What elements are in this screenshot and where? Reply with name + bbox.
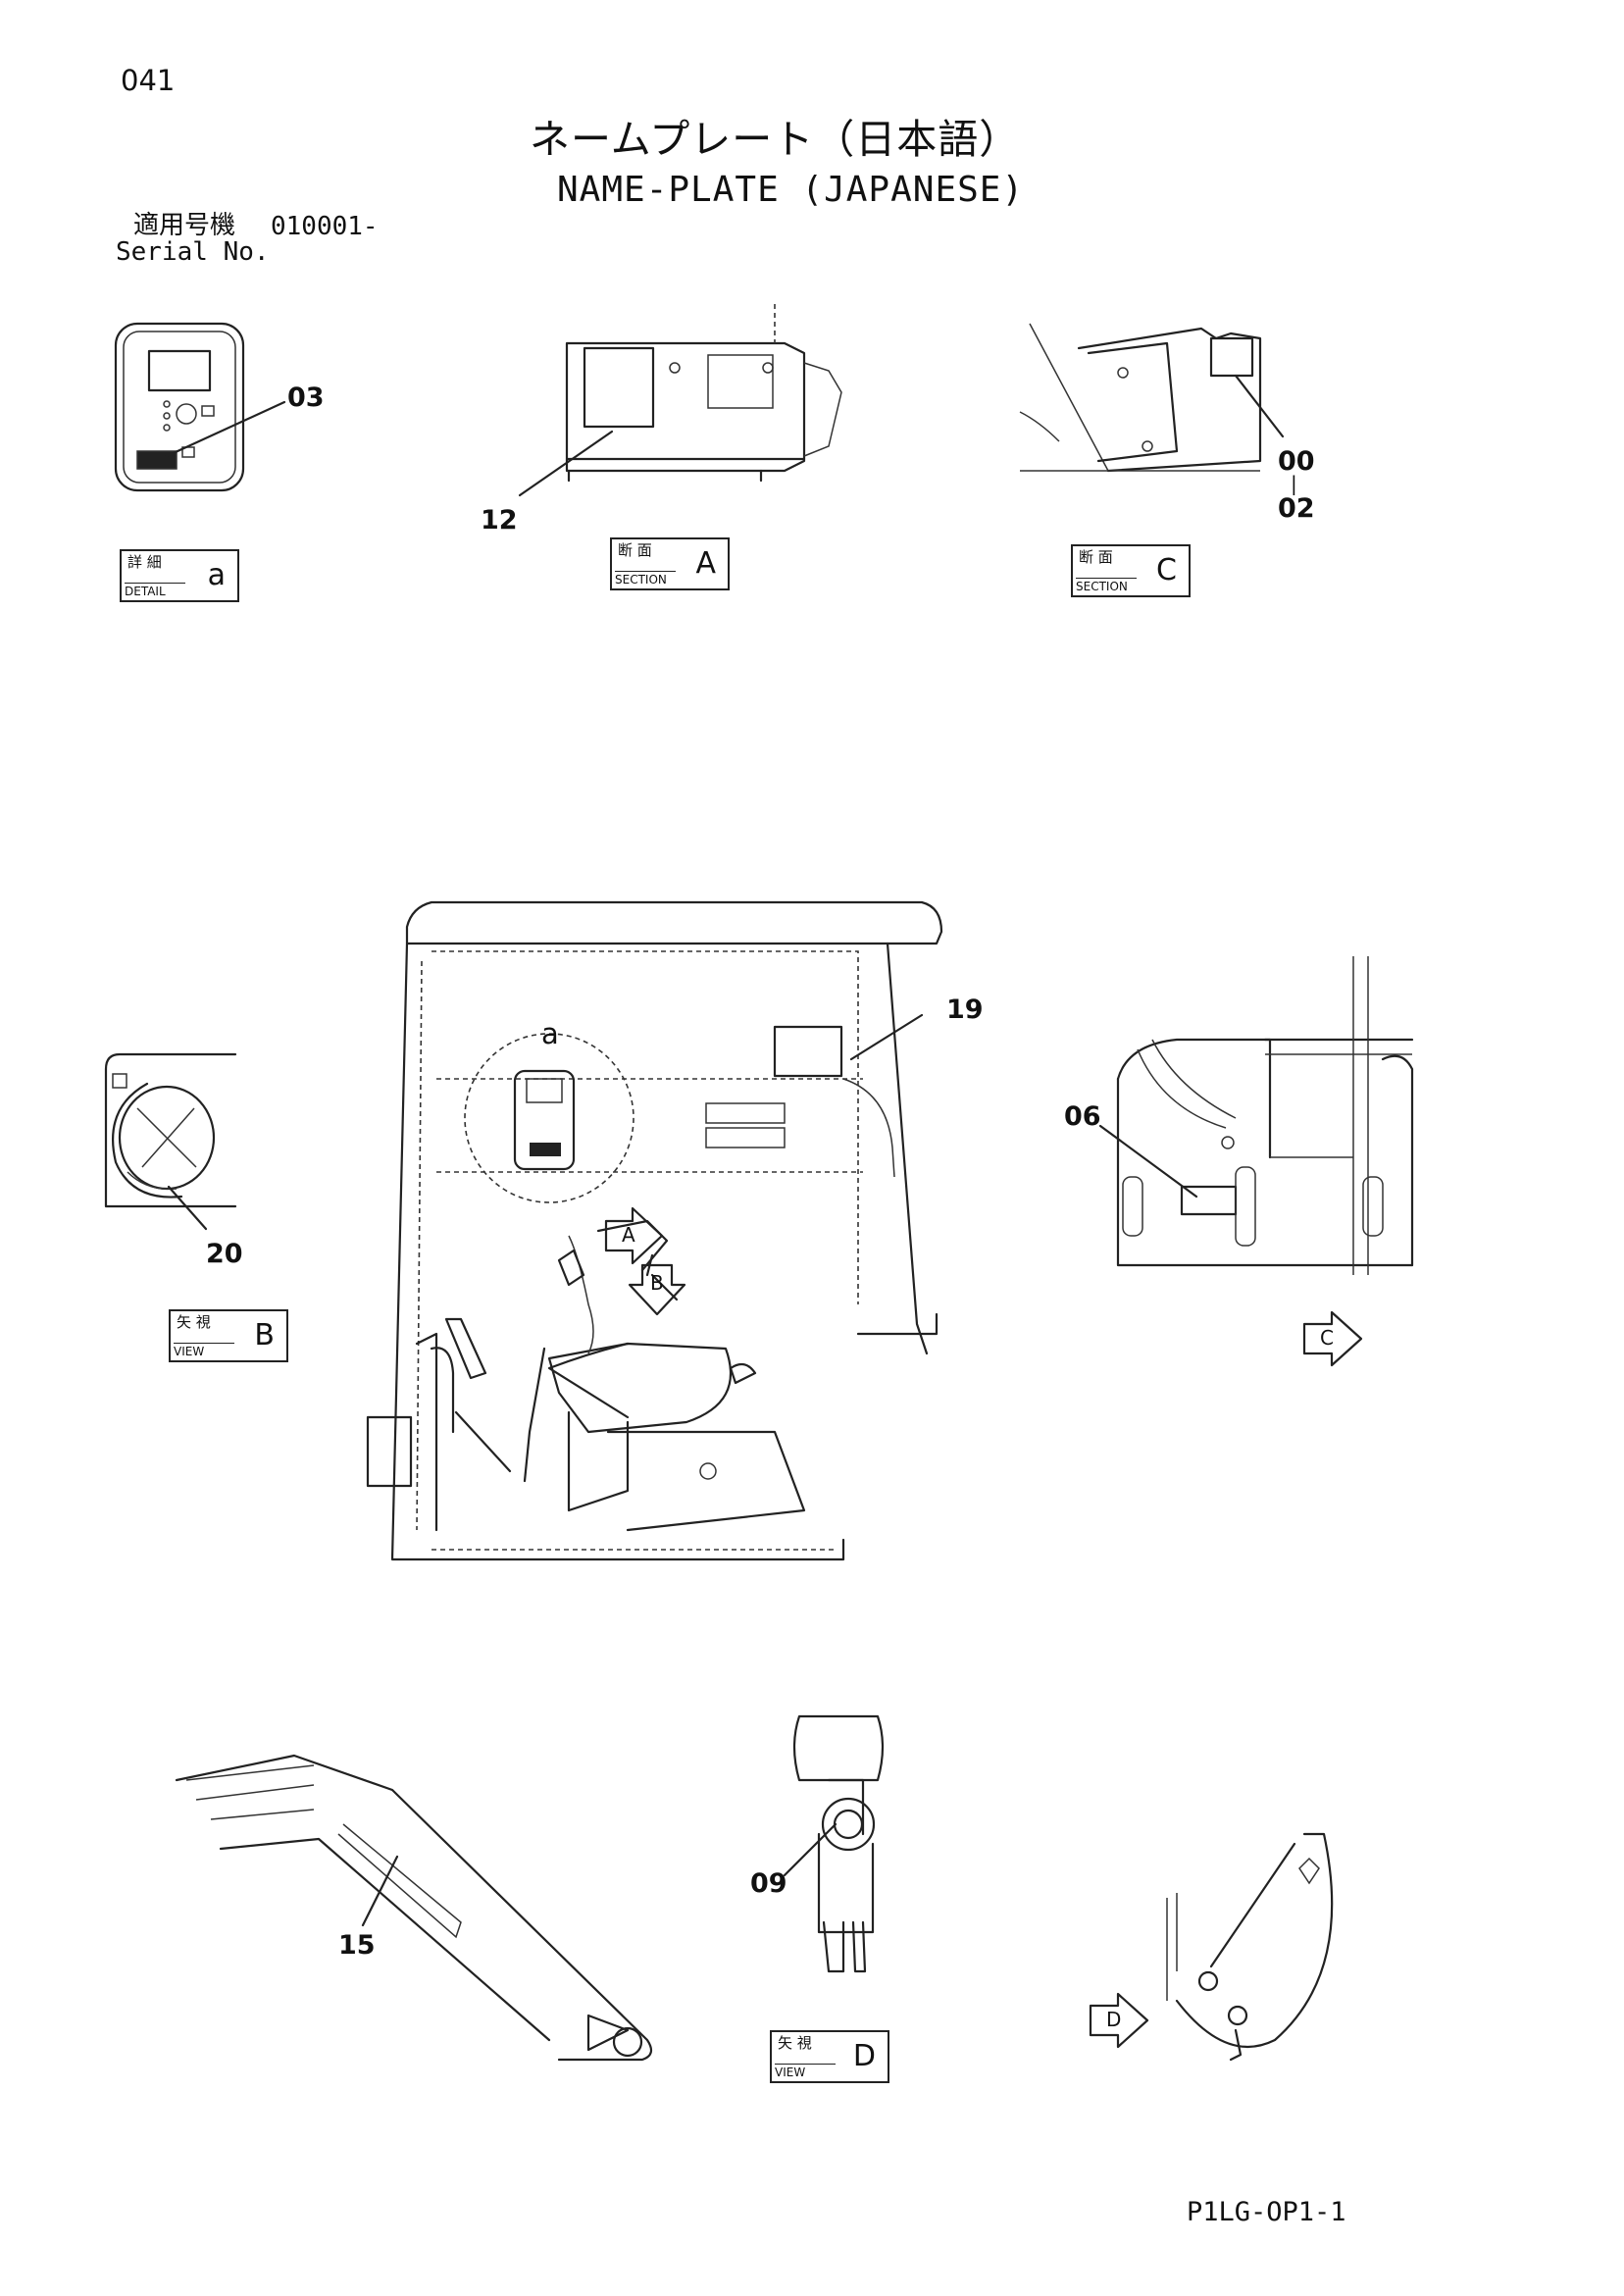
arrow-c-letter: C: [1320, 1326, 1334, 1350]
cab-interior-drawing: [366, 900, 943, 1561]
label-kind-en: VIEW: [775, 2064, 836, 2078]
label-kind-jp: 断 面: [1079, 548, 1113, 566]
label-kind-jp: 断 面: [618, 541, 652, 559]
callout-range-separator: |: [1291, 472, 1297, 495]
label-letter: a: [207, 558, 226, 592]
callout-19: 19: [946, 995, 984, 1025]
serial-label-english: Serial No.: [116, 237, 270, 267]
label-kind-en: DETAIL: [125, 583, 185, 597]
callout-03: 03: [287, 383, 325, 413]
arrow-b-letter: B: [650, 1271, 664, 1295]
callout-09: 09: [750, 1868, 787, 1899]
label-letter: C: [1156, 553, 1177, 587]
detail-a-label: 詳 細 DETAIL a: [120, 549, 239, 602]
arrow-a-letter: A: [622, 1223, 635, 1247]
label-letter: A: [695, 546, 716, 581]
title-japanese: ネームプレート（日本語）: [530, 116, 1021, 163]
section-c-label: 断 面 SECTION C: [1071, 544, 1191, 597]
view-b-label: 矢 視 VIEW B: [169, 1309, 288, 1362]
arm-drawing: [175, 1754, 653, 2062]
label-kind-jp: 詳 細: [127, 553, 162, 571]
label-kind-jp: 矢 視: [177, 1313, 211, 1331]
section-c-drawing: [1019, 323, 1285, 473]
section-a-label: 断 面 SECTION A: [610, 537, 730, 590]
key-switch-drawing: [104, 1052, 237, 1231]
label-kind-en: VIEW: [174, 1343, 234, 1357]
callout-02: 02: [1278, 493, 1315, 524]
serial-value: 010001-: [271, 212, 379, 241]
monitor-panel-drawing: [114, 322, 286, 492]
callout-00: 00: [1278, 446, 1315, 477]
document-code: P1LG-OP1-1: [1187, 2197, 1346, 2227]
section-a-drawing: [518, 304, 842, 497]
callout-15: 15: [338, 1930, 376, 1961]
callout-12: 12: [481, 505, 518, 536]
title-english: NAME-PLATE (JAPANESE): [557, 170, 1025, 210]
label-letter: B: [254, 1318, 275, 1352]
callout-06: 06: [1064, 1101, 1101, 1132]
label-kind-jp: 矢 視: [778, 2034, 812, 2052]
bucket-drawing: [1166, 1832, 1334, 2062]
label-kind-en: SECTION: [615, 571, 676, 586]
callout-20: 20: [206, 1239, 243, 1269]
page-number: 041: [121, 64, 176, 97]
view-d-label: 矢 視 VIEW D: [770, 2030, 889, 2083]
label-letter: D: [852, 2039, 876, 2073]
engine-hood-drawing: [1098, 956, 1414, 1275]
serial-label-japanese: 適用号機: [133, 211, 236, 240]
bucket-link-drawing: [783, 1714, 885, 1973]
detail-a-marker: a: [541, 1017, 559, 1050]
arrow-d-letter: D: [1106, 2008, 1122, 2031]
label-kind-en: SECTION: [1076, 578, 1137, 592]
view-arrows: [604, 1206, 1363, 2049]
